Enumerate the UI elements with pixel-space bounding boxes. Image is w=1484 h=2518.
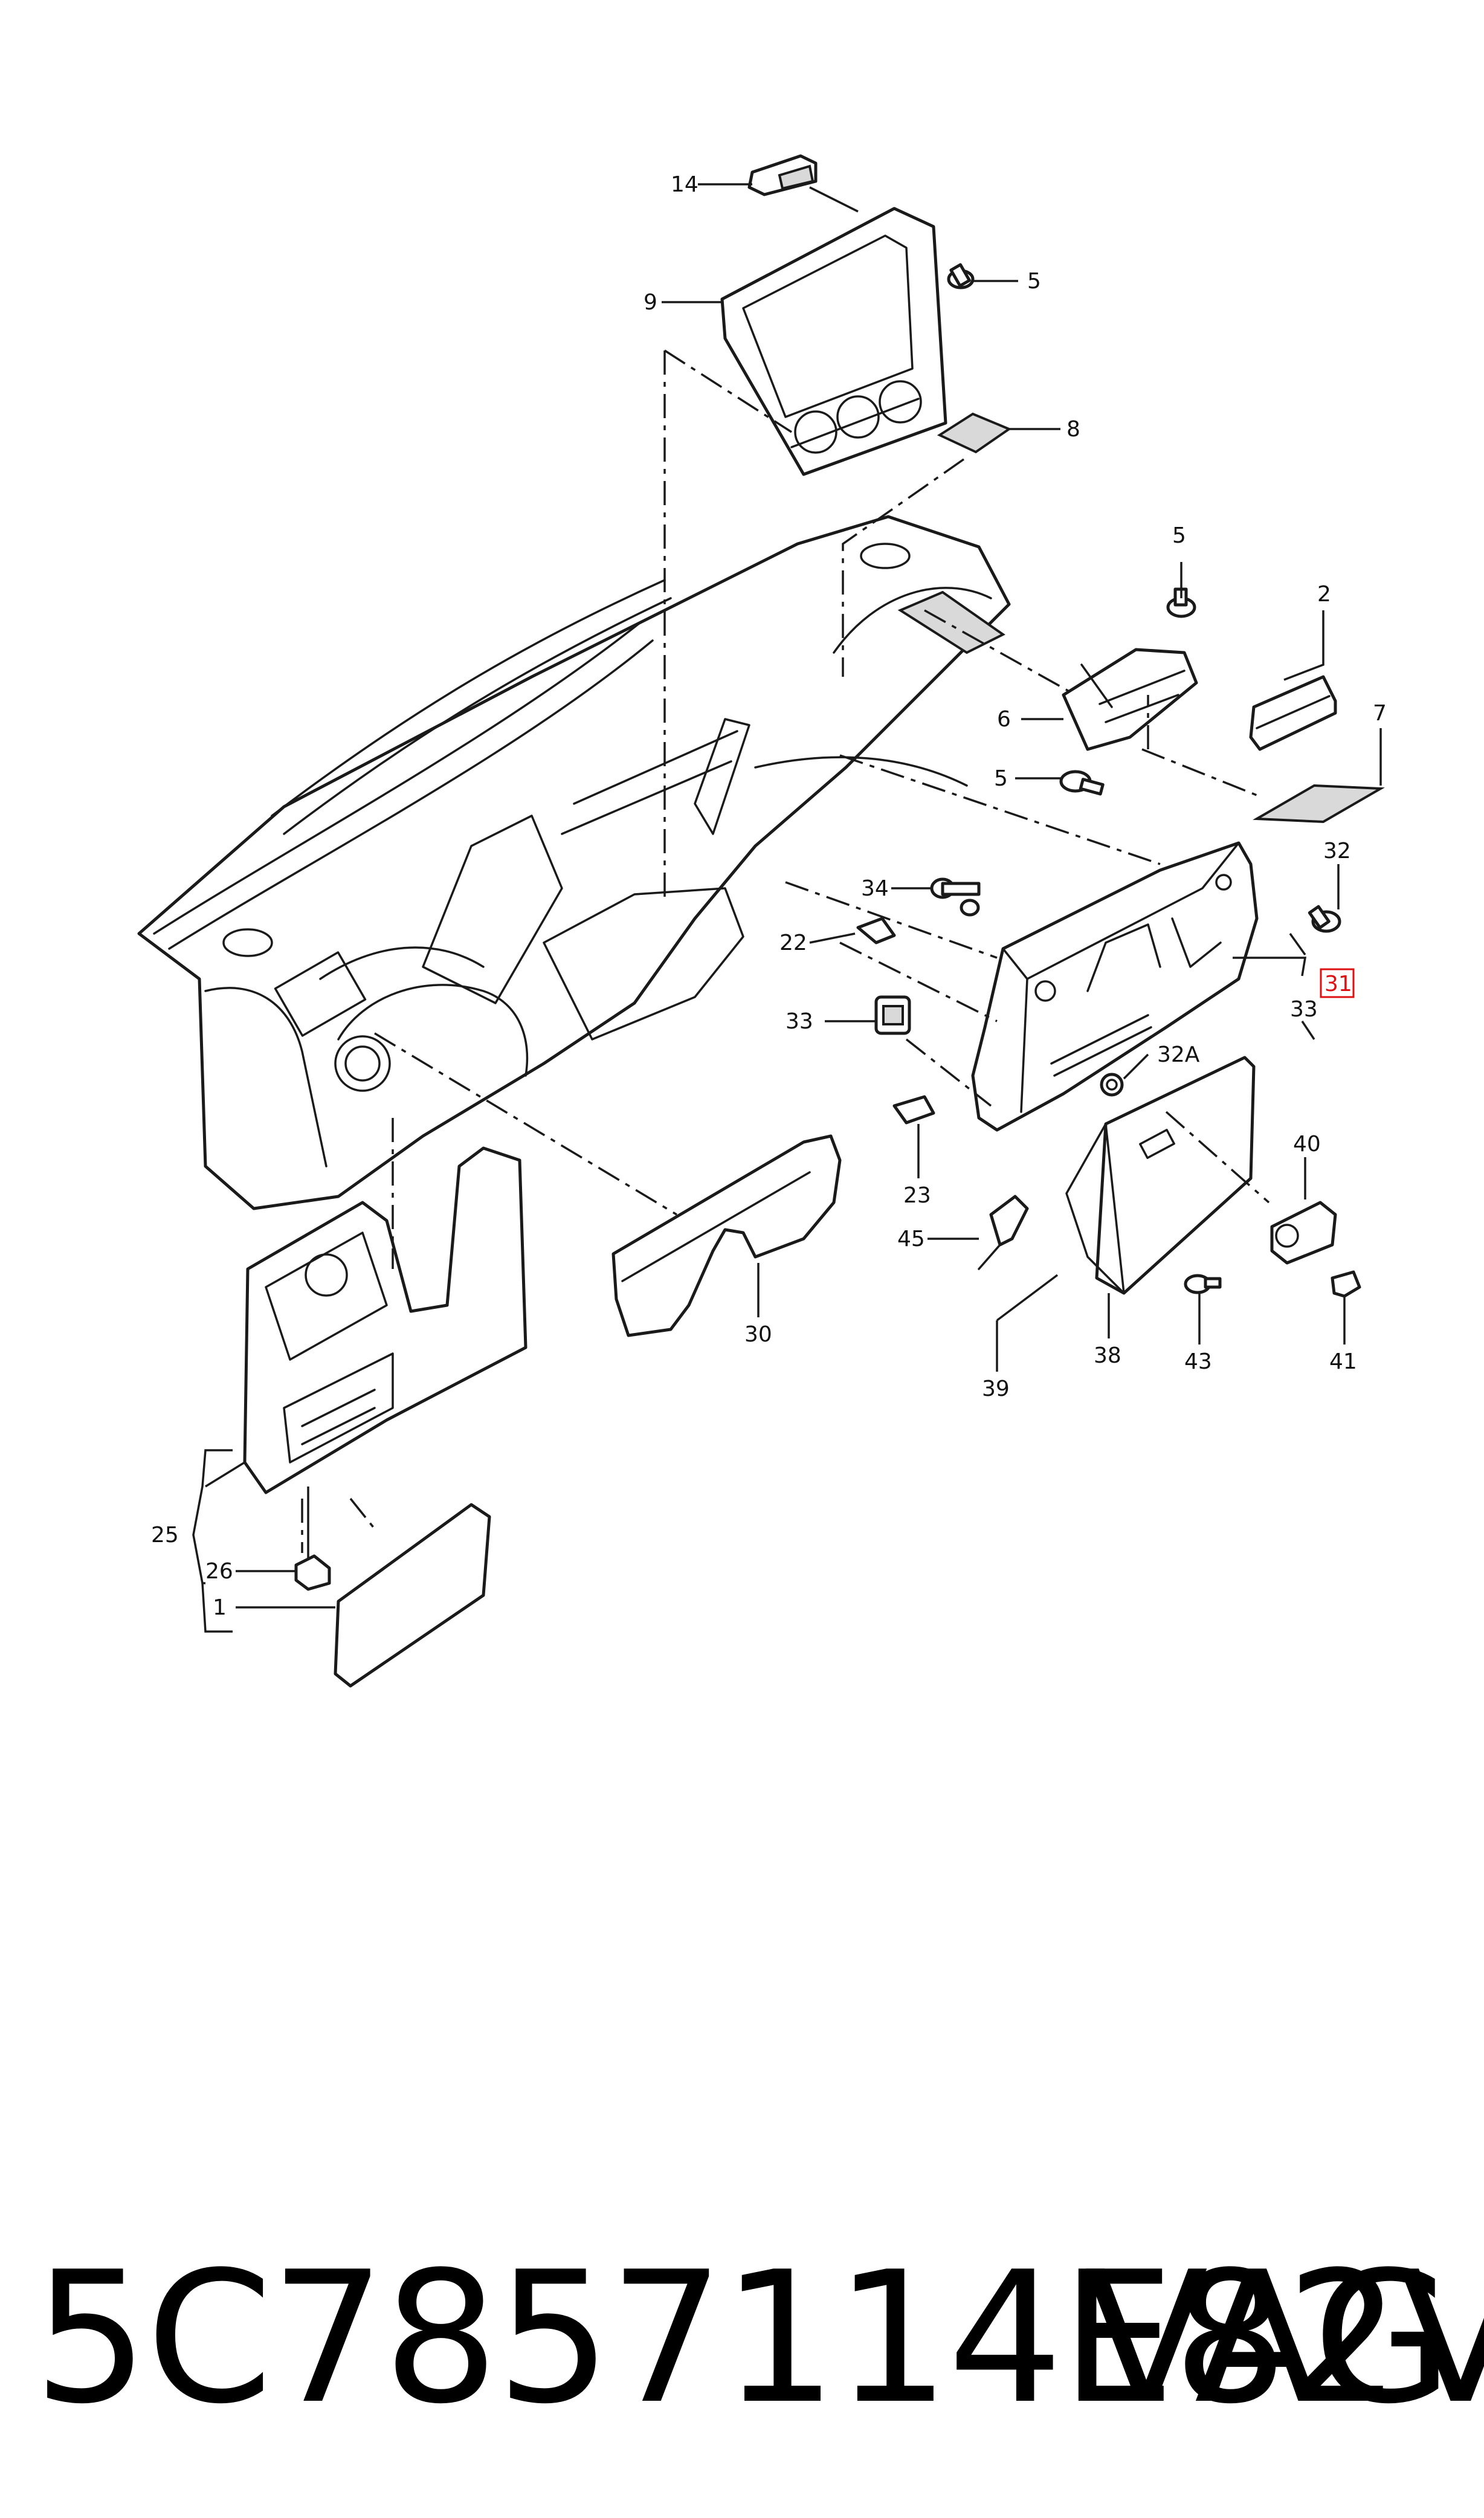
callout-33: 33 (786, 1009, 813, 1034)
switch-45 (978, 1195, 1029, 1270)
knob-26 (294, 1554, 331, 1591)
callout-22: 22 (779, 931, 807, 955)
callout-5: 5 (994, 766, 1008, 791)
screw-lower (1059, 770, 1105, 796)
latch-33 (874, 995, 911, 1035)
glovebox-housing (971, 841, 1259, 1132)
callout-7: 7 (1373, 701, 1387, 726)
nut-32A (1100, 1073, 1124, 1097)
trim-cover (1249, 675, 1337, 751)
screw-43 (1184, 1274, 1222, 1294)
glovebox-lid (1065, 1056, 1256, 1295)
screw-32 (1308, 905, 1341, 933)
callout-9: 9 (644, 290, 657, 315)
callout-8: 8 (1066, 417, 1080, 442)
part-number: 5C7857114E82V (33, 2233, 1484, 2444)
callout-45: 45 (897, 1227, 925, 1251)
callout-39: 39 (982, 1377, 1010, 1401)
callout-2: 2 (1317, 582, 1331, 607)
radio-bezel (720, 207, 947, 476)
lock-40 (1270, 1201, 1337, 1265)
callout-5: 5 (1172, 523, 1186, 548)
callout-6: 6 (997, 707, 1011, 732)
knee-bolster (611, 1134, 842, 1337)
bolt-34 (930, 877, 981, 917)
callout-25: 25 (151, 1523, 179, 1548)
caption-row: 5C7857114E82V VAG (0, 2236, 1484, 2441)
callout-23: 23 (903, 1183, 931, 1208)
clip-22 (856, 917, 896, 944)
nut-41 (1331, 1270, 1361, 1298)
callout-43: 43 (1184, 1349, 1212, 1374)
callout-38: 38 (1094, 1343, 1121, 1368)
callout-1: 1 (213, 1595, 227, 1620)
cover-plate (937, 412, 1012, 454)
callout-14: 14 (671, 172, 698, 197)
callout-26: 26 (205, 1559, 233, 1584)
clip-part (747, 154, 818, 196)
rod-39 (996, 1274, 1059, 1322)
bracket (1062, 648, 1198, 751)
callout-33: 33 (1290, 997, 1318, 1022)
callout-5: 5 (1027, 269, 1041, 294)
brand-name: VAG (1084, 2233, 1453, 2444)
assembly-lines (301, 349, 1270, 1553)
highlight-box (1320, 968, 1355, 998)
center-console (243, 1146, 527, 1494)
panel-1 (334, 1503, 491, 1688)
callout-40: 40 (1293, 1132, 1321, 1157)
dashboard-panel (137, 515, 1011, 1210)
callout-30: 30 (744, 1322, 772, 1347)
callout-32A: 32A (1157, 1042, 1200, 1067)
callout-34: 34 (861, 876, 889, 901)
leader-lines (192, 183, 1382, 1633)
callout-32: 32 (1323, 839, 1351, 864)
callout-labels: 14 9 5 8 5 2 6 7 5 32 34 22 31 33 33 32A… (151, 172, 1387, 1620)
clip-23 (892, 1095, 935, 1125)
screw-top (947, 263, 975, 289)
foam-pad (1253, 784, 1385, 824)
callout-41: 41 (1329, 1349, 1357, 1374)
callout-31: 31 (1324, 972, 1352, 996)
